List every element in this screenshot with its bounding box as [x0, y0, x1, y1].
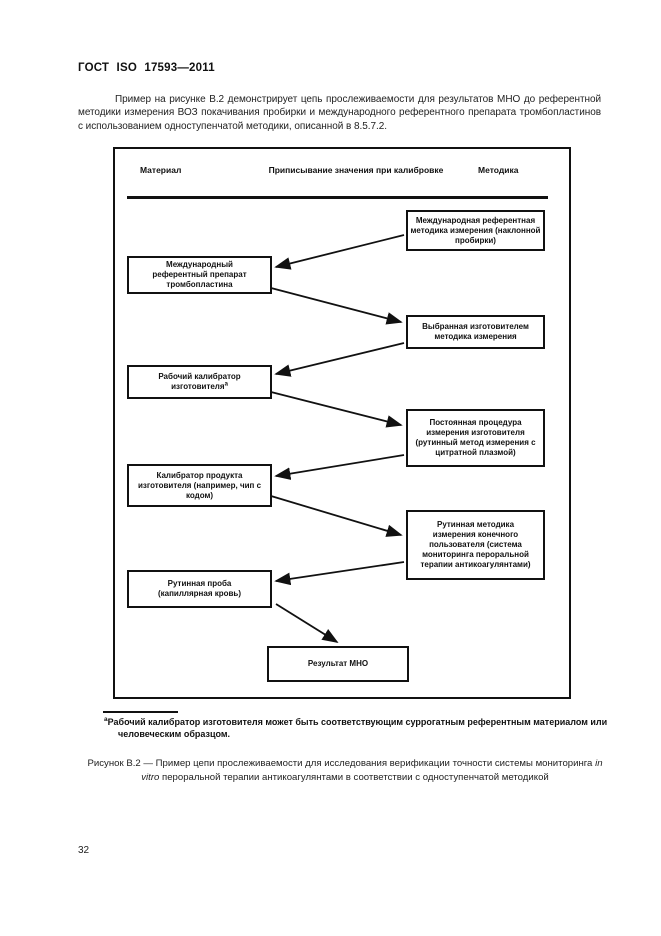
header-rule [127, 196, 548, 199]
page-number: 32 [78, 845, 90, 856]
column-header-calibration: Приписывание значения при калибровке [268, 165, 444, 175]
footnote-marker: a [104, 716, 108, 723]
traceability-diagram: Материал Приписывание значения при калиб… [113, 147, 571, 699]
figure-caption: Рисунок В.2 — Пример цепи прослеживаемос… [87, 758, 603, 783]
arrow-r3-l3 [274, 454, 405, 480]
footnote: aРабочий калибратор изготовителя может б… [104, 716, 608, 739]
arrow-r2-l2 [274, 342, 405, 377]
box-international-reference-preparation: Международный референтный препарат тромб… [127, 256, 272, 294]
flow-arrows [270, 234, 405, 643]
box-inr-result: Результат МНО [267, 646, 409, 682]
intro-paragraph: Пример на рисунке В.2 демонстрирует цепь… [78, 94, 601, 132]
page-title: ГОСТ ISO 17593—2011 [78, 62, 215, 74]
box-manufacturer-working-calibrator: Рабочий калибратор изготовителяa [127, 365, 272, 399]
box-end-user-routine-method: Рутинная методика измерения конечного по… [406, 510, 545, 580]
footnote-rule [103, 711, 178, 713]
box-manufacturer-standing-procedure: Постоянная процедура измерения изготовит… [406, 409, 545, 467]
arrow-r1-l1 [274, 234, 405, 270]
box-manufacturer-selected-method: Выбранная изготовителем методика измерен… [406, 315, 545, 349]
arrow-l4-result [275, 603, 339, 643]
footnote-marker: a [224, 381, 228, 388]
arrow-l1-r2 [270, 287, 403, 325]
column-header-material: Материал [140, 165, 182, 175]
arrow-r4-l4 [274, 561, 405, 586]
arrow-l3-r4 [270, 495, 403, 537]
arrow-l2-r3 [270, 391, 403, 428]
column-header-method: Методика [478, 165, 519, 175]
box-product-calibrator: Калибратор продукта изготовителя (наприм… [127, 464, 272, 507]
box-international-reference-method: Международная референтная методика измер… [406, 210, 545, 251]
box-routine-sample: Рутинная проба (капиллярная кровь) [127, 570, 272, 608]
